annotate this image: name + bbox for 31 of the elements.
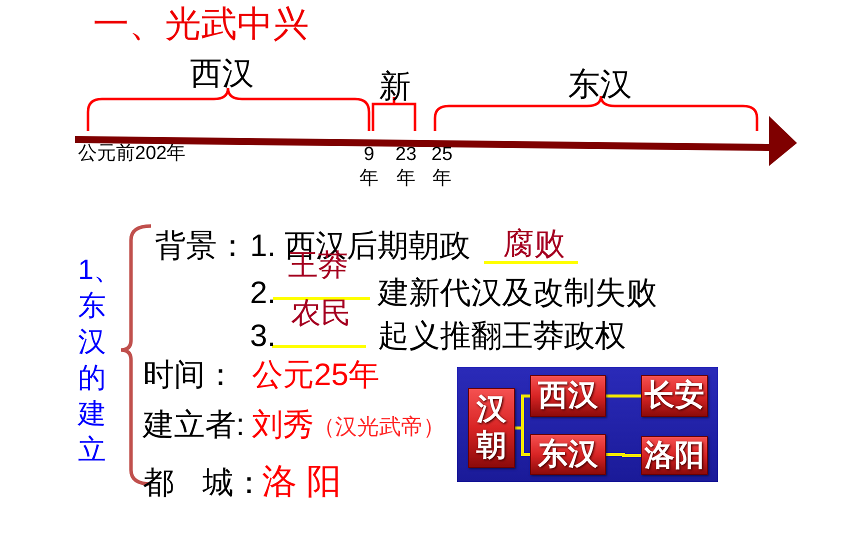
field-label: 建立者: — [143, 407, 245, 443]
text-box: 洛阳 — [641, 436, 708, 475]
answer-text: 腐败 — [503, 226, 565, 262]
text-box: 长安 — [641, 375, 708, 417]
list-number: 3. — [250, 318, 276, 354]
field-label: 背景： — [155, 228, 248, 264]
slide-title: 一、光武中兴 — [93, 3, 309, 44]
year-label: 9年 — [358, 143, 380, 191]
connector-line — [606, 453, 641, 457]
period-label: 新 — [379, 68, 411, 105]
body-text: 建新代汉及改制失败 — [378, 275, 657, 311]
year-label: 25年 — [430, 143, 454, 191]
answer-text: 农民 — [291, 298, 351, 330]
connector-line — [606, 394, 641, 398]
text-box: 西汉 — [530, 375, 606, 417]
section-heading: 1、东汉的建立 — [78, 253, 123, 467]
note-text: （汉光武帝） — [313, 414, 445, 440]
period-label: 西汉 — [190, 55, 254, 92]
body-text: 起义推翻王莽政权 — [378, 318, 626, 354]
list-number: 2. — [250, 275, 276, 311]
diagram-panel — [457, 367, 718, 482]
period-label: 东汉 — [568, 66, 632, 103]
answer-text: 刘秀 — [252, 407, 314, 443]
answer-text: 公元25年 — [252, 357, 380, 393]
year-label: 公元前202年 — [78, 143, 186, 165]
year-label: 23年 — [394, 143, 418, 191]
field-label: 时间： — [143, 357, 236, 393]
connector-line — [515, 426, 530, 456]
text-box: 东汉 — [530, 434, 606, 475]
text-box: 汉朝 — [468, 388, 515, 468]
answer-text: 洛 阳 — [262, 462, 342, 502]
